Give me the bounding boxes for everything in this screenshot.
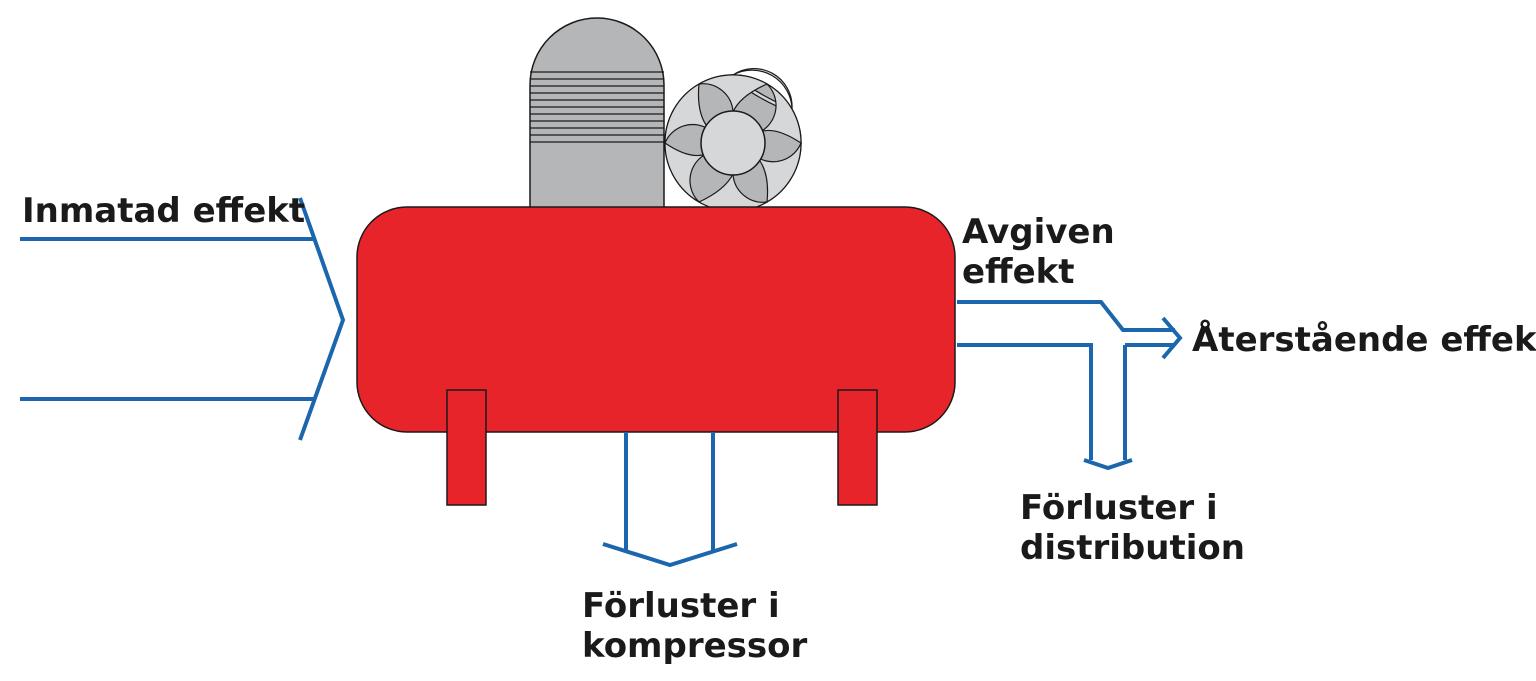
input-power-arrow bbox=[20, 197, 346, 441]
input-power-text: Inmatad effekt bbox=[22, 191, 306, 231]
pump-head bbox=[664, 68, 802, 212]
remaining-power-arrowhead bbox=[1161, 316, 1183, 360]
compressor-losses-line-2: kompressor bbox=[582, 626, 808, 666]
distribution-losses-label: Förluster i distribution bbox=[1020, 488, 1245, 568]
tank-leg-left bbox=[446, 389, 487, 506]
compressor-losses-line-1: Förluster i bbox=[582, 586, 780, 626]
remaining-power-text: Återstående effekt bbox=[1192, 320, 1536, 360]
motor-cylinder bbox=[529, 17, 665, 216]
motor-cooling-fins bbox=[530, 71, 664, 143]
output-power-arrow bbox=[957, 300, 1183, 471]
compressor-losses-arrow bbox=[602, 432, 738, 568]
receiver-tank bbox=[356, 206, 956, 433]
output-power-label: Avgiven effekt bbox=[962, 212, 1115, 292]
remaining-power-label: Återstående effekt bbox=[1192, 320, 1536, 360]
distribution-losses-line-2: distribution bbox=[1020, 528, 1245, 568]
compressor-losses-label: Förluster i kompressor bbox=[582, 586, 807, 666]
distribution-losses-line-1: Förluster i bbox=[1020, 488, 1218, 528]
output-power-line-1: Avgiven bbox=[962, 212, 1115, 252]
output-power-line-2: effekt bbox=[962, 252, 1075, 292]
tank-leg-right bbox=[837, 389, 878, 506]
distribution-losses-arrowhead bbox=[1083, 458, 1133, 471]
input-power-label: Inmatad effekt bbox=[22, 191, 305, 231]
